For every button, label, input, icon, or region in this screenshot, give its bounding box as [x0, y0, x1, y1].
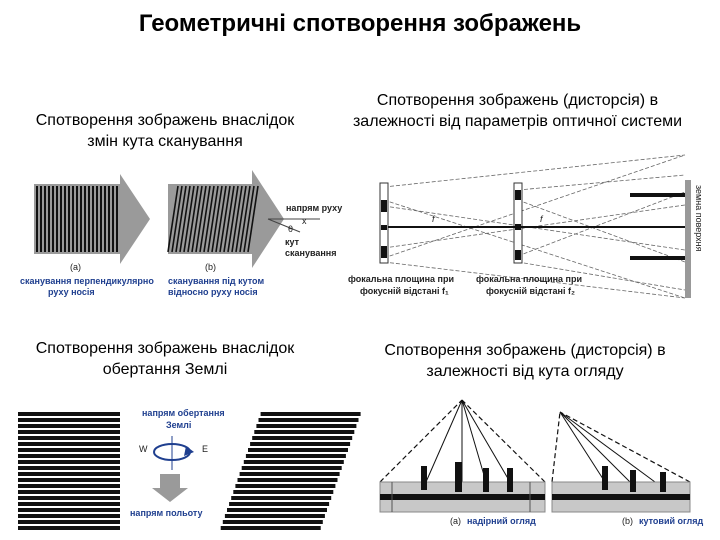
focal-plane-f2	[513, 182, 523, 264]
oblique-view-label: кутовий огляд	[639, 516, 703, 526]
arrow-b-oblique-scan	[167, 170, 284, 268]
earth-surface-bar	[685, 180, 691, 298]
scan-angle-line	[267, 218, 301, 233]
west-label: W	[139, 444, 148, 454]
scan-angle-label-1: кут	[285, 237, 300, 247]
rotation-icon	[153, 436, 194, 470]
focal-plane-f1	[379, 182, 389, 264]
oblique-view-diagram	[551, 411, 691, 513]
plane-f1-line2: фокусній відстані f₁	[360, 286, 449, 296]
f2-label: f	[540, 214, 544, 224]
desc-b-line1: сканування під кутом	[168, 276, 264, 286]
nadir-view-label: надірний огляд	[467, 516, 536, 526]
rotation-dir-line1: напрям обертання	[142, 408, 225, 418]
oblique-label-letter: (b)	[622, 516, 633, 526]
desc-a-line2: руху носія	[48, 287, 95, 297]
earth-surface-label: земна поверхня	[694, 185, 704, 252]
label-a: (a)	[70, 262, 81, 272]
rotation-dir-line2: Землі	[166, 420, 191, 430]
theta-label: θ	[288, 224, 293, 234]
label-b: (b)	[205, 262, 216, 272]
f1-label: f	[432, 214, 436, 224]
flight-direction-arrow	[152, 474, 188, 502]
plane-f1-line1: фокальна площина при	[348, 274, 454, 284]
image-lines-skewed	[220, 412, 361, 530]
nadir-view-diagram	[379, 399, 546, 513]
scan-angle-label-2: сканування	[285, 248, 337, 258]
desc-a-line1: сканування перпендикулярно	[20, 276, 154, 286]
x-axis-label: x	[302, 216, 307, 226]
flight-direction-text: напрям польоту	[130, 508, 203, 518]
arrow-a-perpendicular-scan	[34, 174, 150, 264]
plane-f2-line2: фокусній відстані f₂	[486, 286, 575, 296]
nadir-label-letter: (a)	[450, 516, 461, 526]
flight-direction-label: напрям руху	[286, 203, 342, 213]
desc-b-line2: відносно руху носія	[168, 287, 258, 297]
page-title: Геометричні спотворення зображень	[138, 10, 582, 37]
image-lines-before	[18, 412, 120, 530]
east-label: E	[202, 444, 208, 454]
plane-f2-line1: фокальна площина при	[476, 274, 582, 284]
